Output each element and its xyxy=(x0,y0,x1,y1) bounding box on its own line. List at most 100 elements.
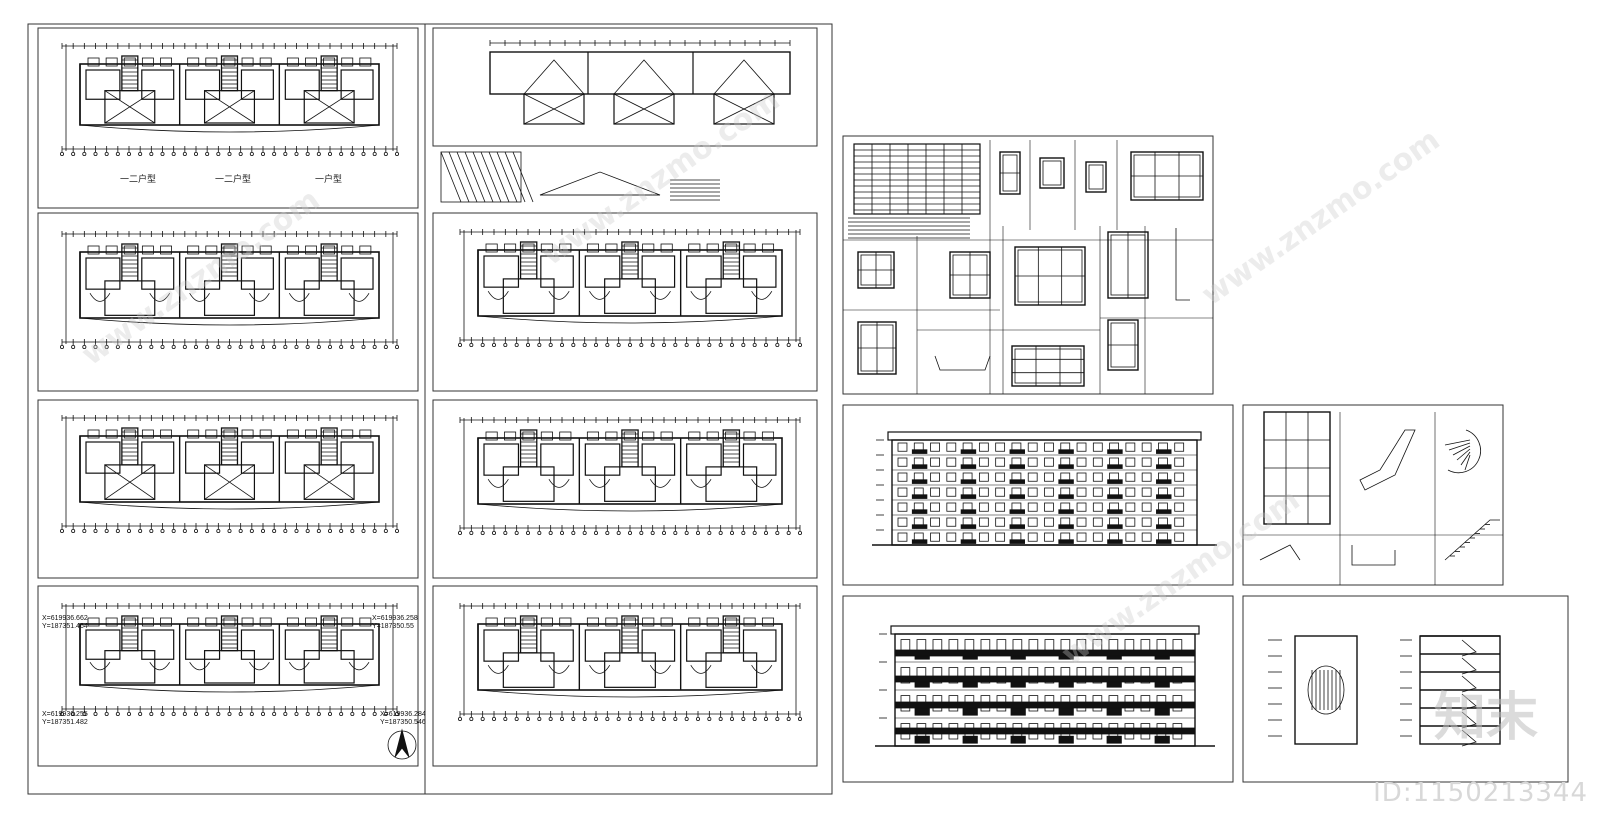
axis-bubble xyxy=(707,531,712,536)
window-bay xyxy=(623,243,636,253)
room xyxy=(240,69,274,100)
balcony xyxy=(1009,509,1025,514)
axis-bubble xyxy=(752,717,757,722)
facade-window xyxy=(946,487,957,497)
window-elevation xyxy=(1039,157,1065,189)
axis-bubble xyxy=(383,344,388,349)
facade-window xyxy=(1027,442,1038,452)
window-bay xyxy=(160,57,172,67)
facade-window xyxy=(1125,532,1136,542)
facade-window xyxy=(1076,457,1087,467)
axis-bubble xyxy=(160,712,165,717)
room xyxy=(203,90,256,124)
axis-bubble xyxy=(238,529,243,534)
room xyxy=(604,278,656,314)
hatch xyxy=(480,151,502,203)
axis-bubble xyxy=(628,342,633,347)
room xyxy=(584,629,621,662)
axis-bubble xyxy=(238,712,243,717)
axis-bubble xyxy=(639,342,644,347)
axis-bubble xyxy=(707,717,712,722)
door-swing xyxy=(348,661,370,671)
axis-bubble xyxy=(93,151,98,156)
facade-window xyxy=(978,442,989,452)
axis-bubble xyxy=(82,529,87,534)
facade-window xyxy=(1044,532,1054,542)
door-swing xyxy=(548,478,570,488)
axis-bubble xyxy=(316,151,321,156)
room xyxy=(705,278,758,314)
window-bay xyxy=(187,617,200,627)
axis-bubble xyxy=(798,531,803,536)
balcony xyxy=(1107,524,1123,529)
balcony xyxy=(1009,449,1025,454)
axis-bubble xyxy=(457,342,462,347)
facade-window xyxy=(1092,472,1103,482)
axis-bubble xyxy=(138,344,143,349)
facade-window xyxy=(946,517,957,527)
axis-bubble xyxy=(741,342,746,347)
door-swing xyxy=(690,290,712,300)
balcony xyxy=(960,524,977,529)
axis-bubble xyxy=(503,342,508,347)
room xyxy=(686,629,722,662)
facade-window xyxy=(1174,532,1185,542)
axis-bubble xyxy=(730,342,735,347)
facade-window xyxy=(1125,442,1136,452)
axis-bubble xyxy=(327,344,332,349)
axis-bubble xyxy=(260,151,265,156)
door-swing xyxy=(487,290,509,300)
room xyxy=(604,466,656,502)
balcony xyxy=(1009,464,1025,469)
axis-bubble xyxy=(216,151,221,156)
axis-bubble xyxy=(514,342,519,347)
facade-window xyxy=(1027,532,1038,542)
axis-bubble xyxy=(115,344,120,349)
window-bay xyxy=(605,617,618,627)
axis-bubble xyxy=(272,712,277,717)
window-bay xyxy=(105,429,118,439)
facade-window xyxy=(978,502,989,512)
balcony xyxy=(960,509,977,514)
room xyxy=(686,255,722,288)
axis-bubble xyxy=(628,531,633,536)
balcony xyxy=(911,509,928,514)
door-swing xyxy=(548,290,570,300)
axis-bubble xyxy=(350,151,355,156)
window-bay xyxy=(359,245,372,255)
axis-bubble xyxy=(372,529,377,534)
facade-window xyxy=(1076,472,1087,482)
spiral-tread xyxy=(1444,439,1471,446)
plan1-label-2: 一二户型 xyxy=(215,173,251,184)
room xyxy=(85,69,121,100)
balcony xyxy=(1058,509,1074,514)
room xyxy=(104,90,156,124)
axis-bubble xyxy=(673,717,678,722)
axis-bubble xyxy=(730,717,735,722)
window-bay xyxy=(743,243,756,253)
axis-bubble xyxy=(249,712,254,717)
facade-window xyxy=(897,517,908,527)
balcony xyxy=(960,494,977,499)
facade-window xyxy=(978,532,989,542)
window-bay xyxy=(586,243,599,253)
spiral-tread xyxy=(1456,448,1471,461)
window-frame xyxy=(1085,161,1107,193)
window-elevation xyxy=(1130,151,1204,201)
axis-bubble xyxy=(327,151,332,156)
window-bay xyxy=(87,429,100,439)
building-elevations xyxy=(872,411,1503,747)
balcony xyxy=(1058,707,1074,716)
axis-bubble xyxy=(457,531,462,536)
outer-wall xyxy=(79,623,380,686)
axis-bubble xyxy=(361,712,366,717)
hatch xyxy=(464,151,486,203)
window-bay xyxy=(87,617,100,627)
door-swing xyxy=(589,290,611,300)
axis-bubble xyxy=(182,344,187,349)
facade-window xyxy=(1027,502,1038,512)
balcony xyxy=(1009,524,1025,529)
axis-bubble xyxy=(71,151,76,156)
floor-plan xyxy=(60,603,399,717)
